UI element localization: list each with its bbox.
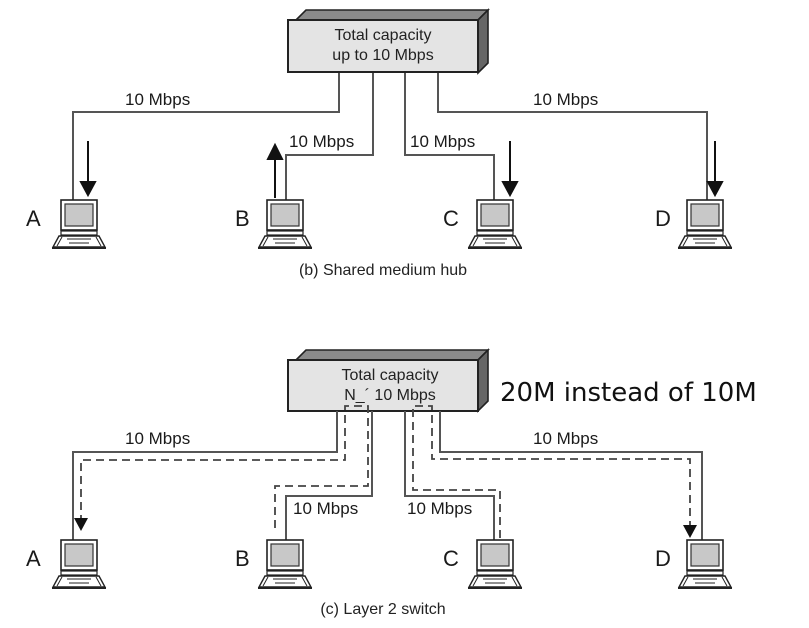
- arrow-down-icon: [501, 141, 519, 198]
- node-a[interactable]: A: [26, 539, 107, 589]
- node-label: B: [235, 206, 250, 231]
- arrow-down-icon: [706, 141, 724, 198]
- hub-capacity-line2: up to 10 Mbps: [332, 47, 433, 64]
- node-label: B: [235, 546, 250, 571]
- hub-caption: (b) Shared medium hub: [299, 262, 467, 279]
- switch-rate-d: 10 Mbps: [533, 429, 598, 448]
- switch-rate-b: 10 Mbps: [293, 499, 358, 518]
- switch-rate-c: 10 Mbps: [407, 499, 472, 518]
- node-a[interactable]: A: [26, 199, 107, 249]
- computer-icon: [677, 539, 733, 589]
- hub-rate-b: 10 Mbps: [289, 132, 354, 151]
- node-d[interactable]: D: [655, 539, 733, 589]
- computer-icon: [257, 199, 313, 249]
- computer-icon: [51, 539, 107, 589]
- switch-links: [72, 411, 703, 542]
- switch-capacity-line1: Total capacity: [342, 367, 439, 384]
- switch-device: Total capacity N_´ 10 Mbps: [287, 348, 490, 413]
- arrow-down-icon: [74, 518, 88, 531]
- hub-diagram: Total capacity up to 10 Mbps 10 Mbps 10 …: [26, 8, 733, 279]
- node-label: C: [443, 546, 459, 571]
- computer-icon: [257, 539, 313, 589]
- hub-rate-a: 10 Mbps: [125, 90, 190, 109]
- computer-icon: [51, 199, 107, 249]
- node-label: C: [443, 206, 459, 231]
- hub-capacity-line1: Total capacity: [335, 27, 432, 44]
- node-d[interactable]: D: [655, 199, 733, 249]
- node-c[interactable]: C: [443, 199, 523, 249]
- switch-rate-a: 10 Mbps: [125, 429, 190, 448]
- computer-icon: [467, 199, 523, 249]
- node-label: A: [26, 546, 41, 571]
- arrow-up-icon: [266, 142, 284, 198]
- switch-capacity-line2: N_´ 10 Mbps: [344, 387, 436, 404]
- hub-links: [72, 73, 708, 201]
- annotation-note: 20M instead of 10M: [500, 378, 757, 408]
- node-c[interactable]: C: [443, 539, 523, 589]
- node-label: D: [655, 206, 671, 231]
- hub-link-a: [72, 73, 340, 201]
- switch-link-b: [285, 411, 373, 542]
- flow-c-to-d: [412, 405, 691, 538]
- hub-rate-c: 10 Mbps: [410, 132, 475, 151]
- switch-link-d: [439, 411, 703, 542]
- switch-caption: (c) Layer 2 switch: [320, 601, 445, 618]
- node-label: D: [655, 546, 671, 571]
- switch-link-c: [404, 411, 495, 542]
- switch-flows: [80, 405, 691, 538]
- hub-link-b: [285, 73, 374, 201]
- node-label: A: [26, 206, 41, 231]
- computer-icon: [467, 539, 523, 589]
- hub-link-c: [404, 73, 495, 201]
- hub-device: Total capacity up to 10 Mbps: [287, 8, 490, 75]
- node-b[interactable]: B: [235, 199, 313, 249]
- switch-diagram: Total capacity N_´ 10 Mbps 20M instead o…: [26, 348, 757, 618]
- flow-b-to-a: [80, 405, 369, 528]
- node-b[interactable]: B: [235, 539, 313, 589]
- hub-link-d: [437, 73, 708, 201]
- arrow-down-icon: [79, 141, 97, 198]
- computer-icon: [677, 199, 733, 249]
- hub-rate-d: 10 Mbps: [533, 90, 598, 109]
- arrow-down-icon: [683, 525, 697, 538]
- switch-link-a: [72, 411, 338, 542]
